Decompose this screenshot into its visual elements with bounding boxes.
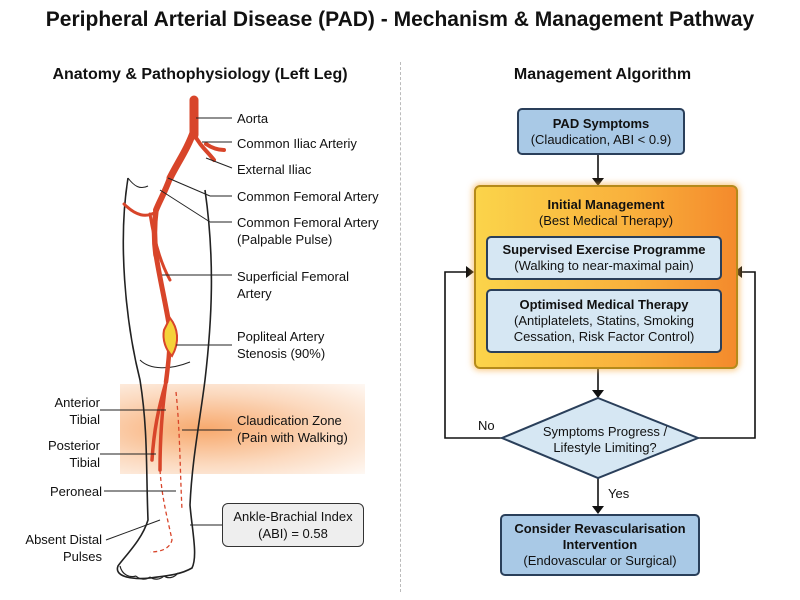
yes-branch-label: Yes — [608, 486, 630, 501]
medical-therapy-box: Optimised Medical Therapy (Antiplatelets… — [486, 289, 722, 353]
knee-outline — [139, 359, 191, 369]
leader-lines — [100, 117, 233, 541]
panel-divider — [400, 62, 401, 592]
label-common-iliac: Common Iliac Arteriy — [237, 136, 357, 151]
label-aorta: Aorta — [237, 111, 269, 126]
flowchart-arrowheads — [466, 178, 742, 514]
decision-diamond — [499, 396, 701, 480]
external-iliac — [153, 175, 173, 213]
pad-symptoms-box: PAD Symptoms (Claudication, ABI < 0.9) — [517, 108, 685, 155]
popliteal-stenosis — [162, 316, 178, 358]
anatomy-panel-title: Anatomy & Pathophysiology (Left Leg) — [52, 66, 348, 83]
label-common-femoral-pulse: Common Femoral Artery(Palpable Pulse) — [237, 215, 379, 247]
artery-tree — [122, 95, 226, 472]
decision-text: Symptoms Progress / Lifestyle Limiting? — [542, 424, 668, 455]
initial-management-header: Initial Management (Best Medical Therapy… — [538, 197, 674, 228]
absent-distal-flow — [149, 469, 173, 553]
profunda-branch — [122, 202, 172, 282]
no-branch-label: No — [478, 418, 495, 433]
absent-peroneal-flow — [175, 391, 183, 511]
algorithm-panel-title: Management Algorithm — [513, 66, 692, 83]
common-iliac — [166, 126, 198, 182]
label-external-iliac: External Iliac — [237, 162, 312, 177]
page-title: Peripheral Arterial Disease (PAD) - Mech… — [45, 8, 755, 31]
revascularisation-box: Consider Revascularisation Intervention … — [500, 514, 700, 576]
label-common-femoral: Common Femoral Artery — [237, 189, 379, 204]
label-peroneal: Peroneal — [49, 484, 102, 499]
posterior-tibial — [150, 380, 168, 462]
internal-iliac-branch — [192, 132, 226, 162]
initial-management-box: Initial Management (Best Medical Therapy… — [474, 185, 738, 369]
exercise-programme-box: Supervised Exercise Programme (Walking t… — [486, 236, 722, 280]
abi-value-box: Ankle-Brachial Index(ABI) = 0.58 — [222, 503, 364, 547]
label-claudication-zone: Claudication Zone(Pain with Walking) — [237, 413, 348, 445]
hip-outline — [127, 177, 149, 189]
toes-outline — [119, 565, 179, 580]
leg-outline — [116, 177, 213, 580]
